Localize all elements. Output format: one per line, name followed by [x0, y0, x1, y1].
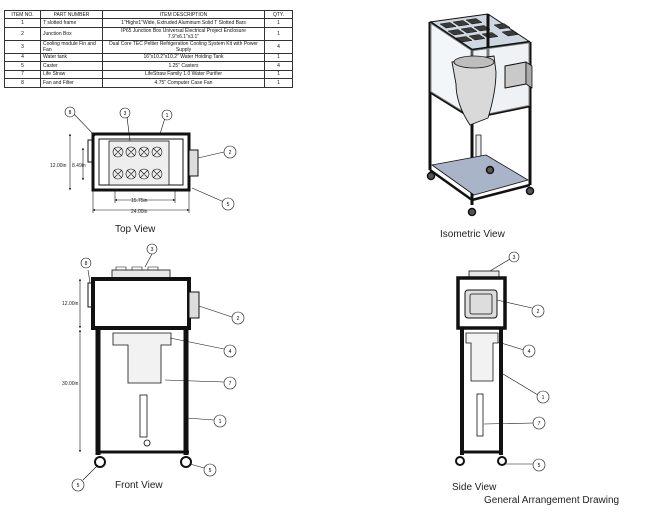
top-view-cooling-modules — [108, 140, 170, 186]
balloon-front-caster-left: 5 — [77, 483, 80, 489]
front-view — [78, 253, 233, 481]
top-view-dim-inner-depth: 8.49in — [72, 163, 86, 169]
front-view-dim-lower-height: 30.00in — [62, 381, 79, 387]
front-view-balloons: 8 3 2 4 7 1 5 5 — [71, 243, 245, 492]
front-view-fan-housing — [87, 282, 94, 308]
top-view-dimensions — [68, 133, 190, 213]
balloon-front-fan: 8 — [85, 261, 88, 267]
balloon-top-caster: 5 — [227, 202, 230, 208]
side-view-junction-box — [464, 289, 498, 319]
side-view-leaders — [483, 258, 539, 465]
bom-header-row: ITEM NO. PART NUMBER ITEM DESCRIPTION QT… — [4, 10, 293, 19]
bom-cell-qty: 4 — [264, 39, 293, 54]
balloon-front-junction-box: 2 — [237, 316, 240, 322]
side-view-junction-box-face — [469, 293, 493, 315]
balloon-front-straw: 7 — [229, 381, 232, 387]
balloon-side-cooling: 3 — [513, 255, 516, 261]
bom-row: 3 Cooling module Fin and Fan Dual Core T… — [4, 39, 293, 54]
balloon-top-cooling: 3 — [124, 111, 127, 117]
front-view-fan-caps — [115, 266, 159, 270]
balloon-side-caster: 5 — [538, 463, 541, 469]
top-view-leaders — [73, 113, 225, 203]
balloon-front-tank: 4 — [229, 349, 232, 355]
iso-water-tank — [451, 55, 497, 126]
iso-junction-box — [504, 61, 527, 89]
balloon-top-junction-box: 2 — [229, 150, 232, 156]
balloon-side-junction-box: 2 — [537, 309, 540, 315]
front-view-caster-right — [180, 456, 192, 468]
iso-casters — [426, 165, 535, 217]
front-view-dim-upper-height: 12.00in — [62, 301, 79, 307]
iso-junction-box-side — [525, 61, 533, 89]
side-view-caster-right — [497, 456, 507, 466]
view-title-top: Top View — [115, 224, 156, 235]
view-title-front: Front View — [115, 480, 163, 491]
iso-cooling-modules — [439, 18, 519, 43]
view-title-side: Side View — [452, 482, 497, 493]
front-view-water-tank — [112, 332, 172, 384]
balloon-top-fan: 8 — [69, 110, 72, 116]
bom-header-qty: QTY. — [264, 10, 293, 19]
top-view — [68, 113, 225, 213]
top-view-fan-housing — [87, 139, 94, 163]
iso-tank-opening — [453, 55, 495, 69]
front-view-straw-tap — [143, 439, 151, 447]
front-view-caster-left — [94, 456, 106, 468]
drawing-title: General Arrangement Drawing — [484, 495, 619, 506]
top-view-balloons: 8 3 1 2 5 — [64, 106, 237, 211]
side-view — [455, 258, 539, 466]
balloon-top-frame: 1 — [166, 113, 169, 119]
balloon-side-tank: 4 — [528, 349, 531, 355]
balloon-front-frame: 1 — [219, 419, 222, 425]
bill-of-materials-table: ITEM NO. PART NUMBER ITEM DESCRIPTION QT… — [4, 10, 293, 88]
isometric-view — [426, 13, 535, 217]
bom-row: 8 Fan and Filter 4.75" Computer Case Fan… — [4, 78, 293, 88]
balloon-side-frame: 1 — [542, 395, 545, 401]
side-view-straw — [476, 393, 484, 437]
balloon-side-straw: 7 — [538, 421, 541, 427]
top-view-dim-inner-width: 15.75in — [131, 198, 148, 204]
bom-row: 2 Junction Box IP65 Junction Box Univers… — [4, 26, 293, 41]
top-view-junction-box — [188, 149, 199, 177]
bom-cell-qty: 1 — [264, 78, 293, 88]
front-view-upper-frame — [91, 277, 191, 330]
top-view-fan-grid — [112, 146, 163, 180]
front-view-straw — [139, 394, 148, 438]
iso-bottom-shelf — [431, 154, 529, 196]
balloon-front-caster-right: 5 — [209, 468, 212, 474]
side-view-caster-left — [455, 456, 465, 466]
front-view-leaders — [82, 253, 233, 481]
view-title-isometric: Isometric View — [440, 229, 506, 240]
side-view-water-tank — [465, 332, 499, 382]
front-view-junction-box — [188, 291, 200, 319]
balloon-front-cooling: 3 — [151, 247, 154, 253]
bom-cell-description: Dual Core TEC Peltier Refrigeration Cool… — [102, 39, 265, 54]
top-view-dim-width: 24.00in — [131, 209, 148, 215]
side-view-upper-frame — [456, 276, 507, 330]
side-view-balloons: 3 2 4 1 7 5 — [508, 251, 550, 472]
top-view-dim-depth: 12.00in — [50, 163, 67, 169]
